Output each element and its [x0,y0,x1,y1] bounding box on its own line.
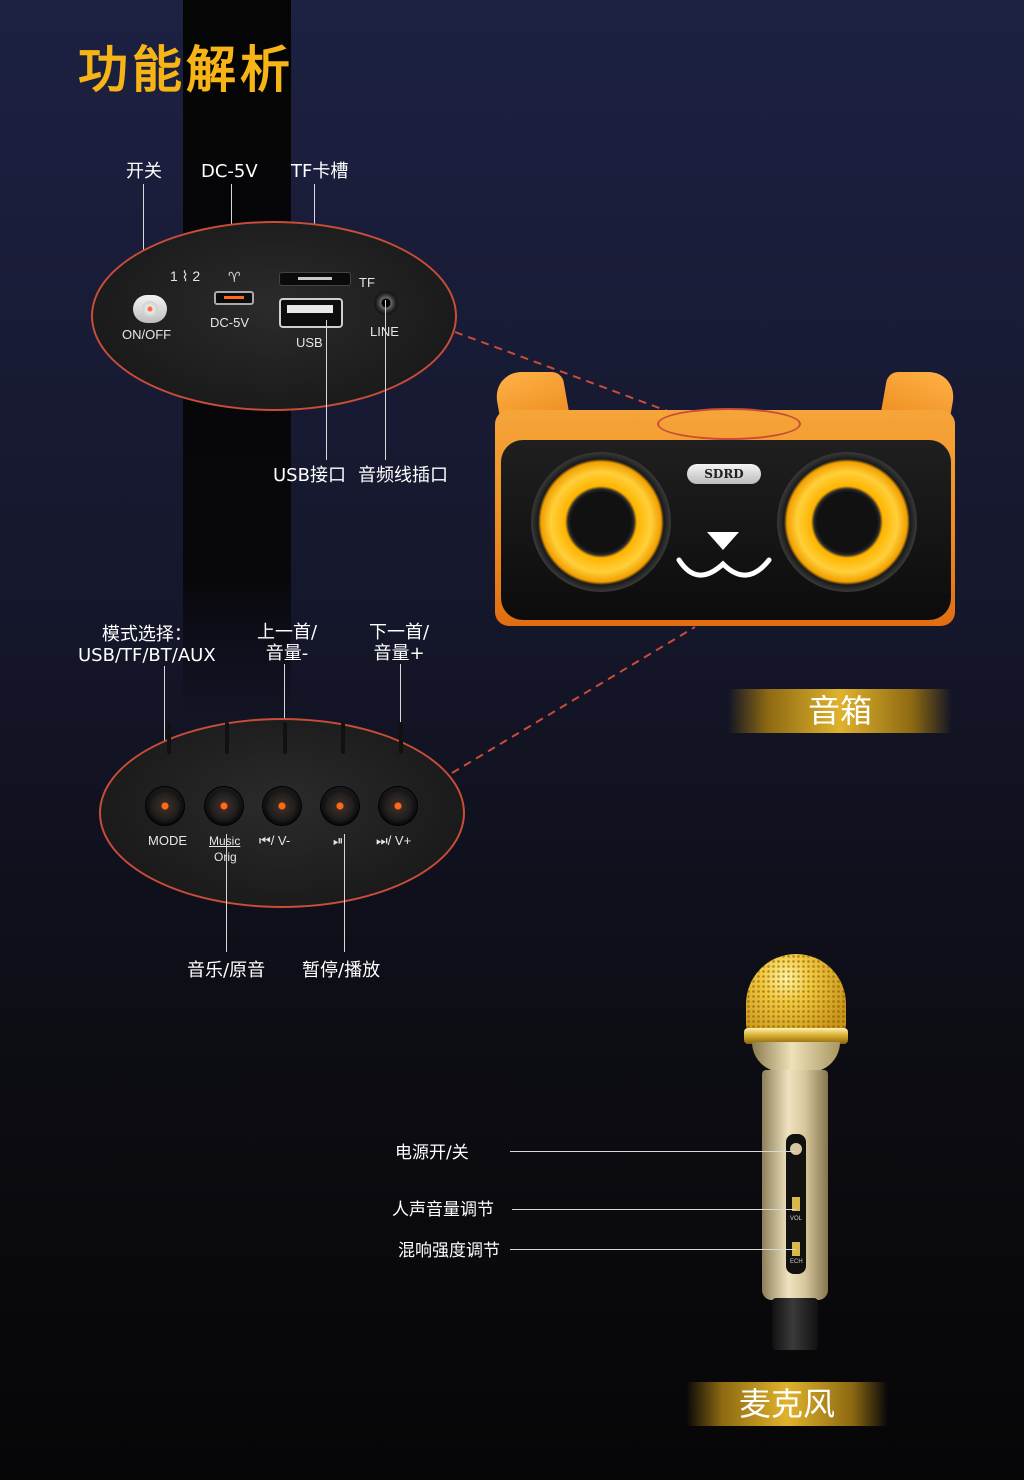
callout-prev: 上一首/ 音量- [257,622,317,664]
next-vol-up-button[interactable] [379,787,417,825]
prev-vol-down-button[interactable] [263,787,301,825]
callout-usb-port: USB接口 [273,465,346,486]
callout-audio-line: 音频线插口 [358,465,448,486]
callout-next-l2: 音量+ [373,643,425,664]
play-pause-print: ⏯ [333,833,344,848]
dc-print: DC-5V [210,315,250,330]
ech-print: ECH [790,1259,803,1265]
prev-print: ⏮/ V- [259,833,291,848]
callout-mic-volume: 人声音量调节 [392,1200,494,1220]
line-print: LINE [370,324,399,339]
callout-next-l1: 下一首/ [369,622,430,643]
vol-print: VOL [790,1216,803,1222]
leader-power [143,184,144,302]
mic-vol-knob[interactable] [792,1197,800,1211]
bulb-icon: ♈ [228,269,241,285]
leader-line [385,300,386,460]
callout-prev-l2: 音量- [265,643,309,664]
mic-ech-knob[interactable] [792,1242,800,1256]
music-orig-button[interactable] [205,787,243,825]
line-jack[interactable] [374,291,398,315]
microphone-illustration: VOL ECH [744,954,848,1354]
music-print: Music [209,834,241,848]
leader-mode [164,666,165,806]
callout-mic-reverb: 混响强度调节 [398,1241,500,1261]
mode-print: MODE [148,833,187,848]
callout-mic-power: 电源开/关 [395,1143,469,1163]
callout-pause-play: 暂停/播放 [302,960,381,981]
leader-mic-power [510,1151,795,1152]
button-panel: MODE Music Orig ⏮/ V- ⏯ ⏭/ V+ [99,718,465,908]
leader-usb [326,320,327,460]
callout-dc: DC-5V [201,161,258,182]
brand-badge: SDRD [687,464,761,484]
orig-print: Orig [214,850,237,864]
callout-music-orig: 音乐/原音 [187,960,266,981]
microphone-caption: 麦克风 [686,1382,888,1426]
power-knob-icon [142,301,158,317]
callout-mode-title: 模式选择： [101,624,192,645]
leader-mic-reverb [510,1249,796,1250]
port-panel: ON/OFF 1 ⌇ 2 ♈ DC-5V TF USB LINE [91,221,457,411]
tf-card-slot[interactable] [279,272,351,286]
power-switch[interactable] [133,295,167,323]
speaker-caption: 音箱 [728,689,952,733]
callout-next: 下一首/ 音量+ [369,622,429,664]
usb-port[interactable] [279,298,343,328]
callout-power: 开关 [126,161,162,182]
switch-marks-print: 1 ⌇ 2 [170,268,201,284]
callout-mode: 模式选择： USB/TF/BT/AUX [78,624,216,666]
mic-power-switch[interactable] [790,1143,802,1155]
page-title: 功能解析 [78,41,294,99]
callout-tf-slot: TF卡槽 [291,161,349,182]
leader-mic-volume [512,1209,796,1210]
callout-prev-l1: 上一首/ [257,622,318,643]
mode-button[interactable] [146,787,184,825]
usb-print: USB [296,335,323,350]
dc-port[interactable] [214,291,254,305]
tf-print: TF [359,275,375,290]
speaker-illustration: SDRD [491,372,959,626]
next-print: ⏭/ V+ [376,833,412,848]
leader-pause-play [344,834,345,952]
callout-mode-options: USB/TF/BT/AUX [78,645,216,666]
leader-music-orig [226,834,227,952]
play-pause-button[interactable] [321,787,359,825]
on-off-print: ON/OFF [122,327,172,342]
